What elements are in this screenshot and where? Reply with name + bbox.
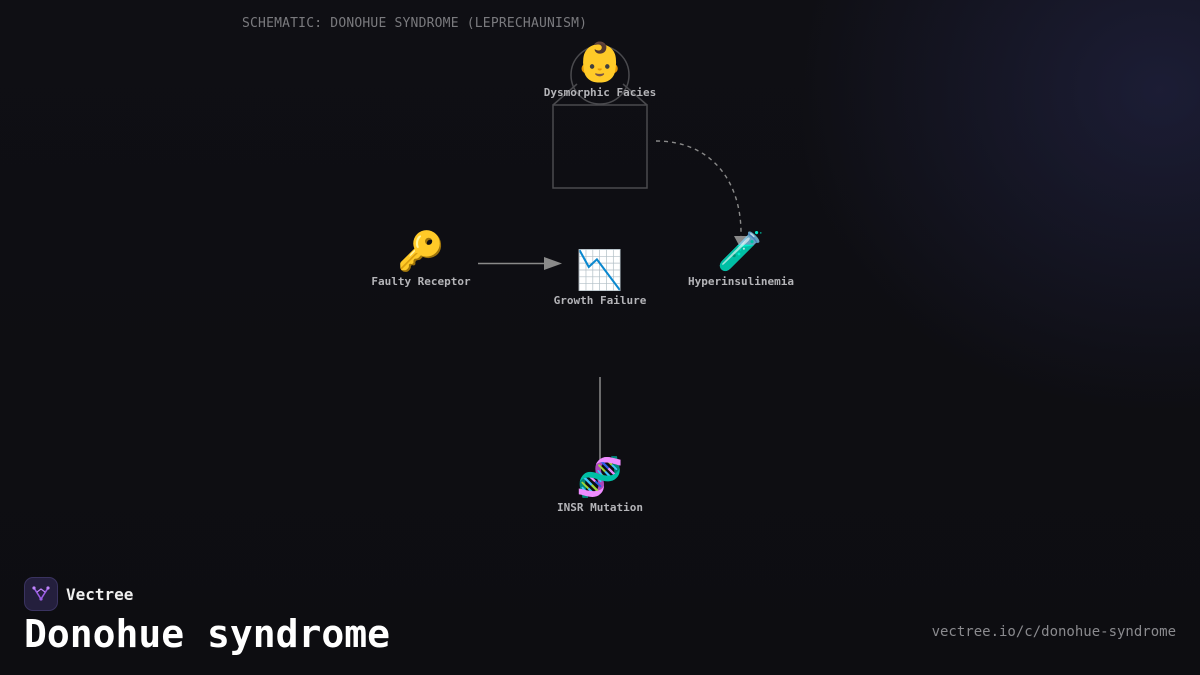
vectree-logo-icon	[24, 577, 58, 611]
baby-icon: 👶	[576, 40, 624, 84]
node-growth-failure: 📉 Growth Failure	[515, 248, 685, 307]
node-label: Growth Failure	[553, 294, 647, 307]
node-hyperinsulinemia: 🧪 Hyperinsulinemia	[656, 229, 826, 288]
page-url[interactable]: vectree.io/c/donohue-syndrome	[931, 624, 1176, 640]
node-faulty-receptor: 🔑 Faulty Receptor	[336, 229, 506, 288]
brand-name: Vectree	[66, 584, 134, 604]
edge-facies-to-hyperinsulinemia	[655, 140, 742, 237]
node-insr-mutation: 🧬 INSR Mutation	[515, 455, 685, 514]
node-label: Dysmorphic Facies	[543, 86, 657, 99]
edge-facies-to-hyperinsulinemia-arrowhead	[734, 236, 748, 249]
dna-icon: 🧬	[576, 455, 624, 499]
node-label: Faulty Receptor	[371, 275, 471, 288]
brand[interactable]: Vectree	[24, 577, 133, 611]
body-silhouette	[552, 45, 648, 189]
chart-decreasing-icon: 📉	[576, 248, 624, 292]
tree-icon	[32, 586, 50, 601]
schematic-title: SCHEMATIC: DONOHUE SYNDROME (LEPRECHAUNI…	[242, 16, 588, 31]
node-label: Hyperinsulinemia	[688, 275, 794, 288]
node-dysmorphic-facies: 👶 Dysmorphic Facies	[515, 40, 685, 99]
key-icon: 🔑	[397, 229, 445, 273]
page-title: Donohue syndrome	[24, 612, 391, 656]
test-tube-icon: 🧪	[717, 229, 765, 273]
node-label: INSR Mutation	[556, 501, 644, 514]
edge-receptor-to-growth-arrowhead	[544, 257, 562, 270]
